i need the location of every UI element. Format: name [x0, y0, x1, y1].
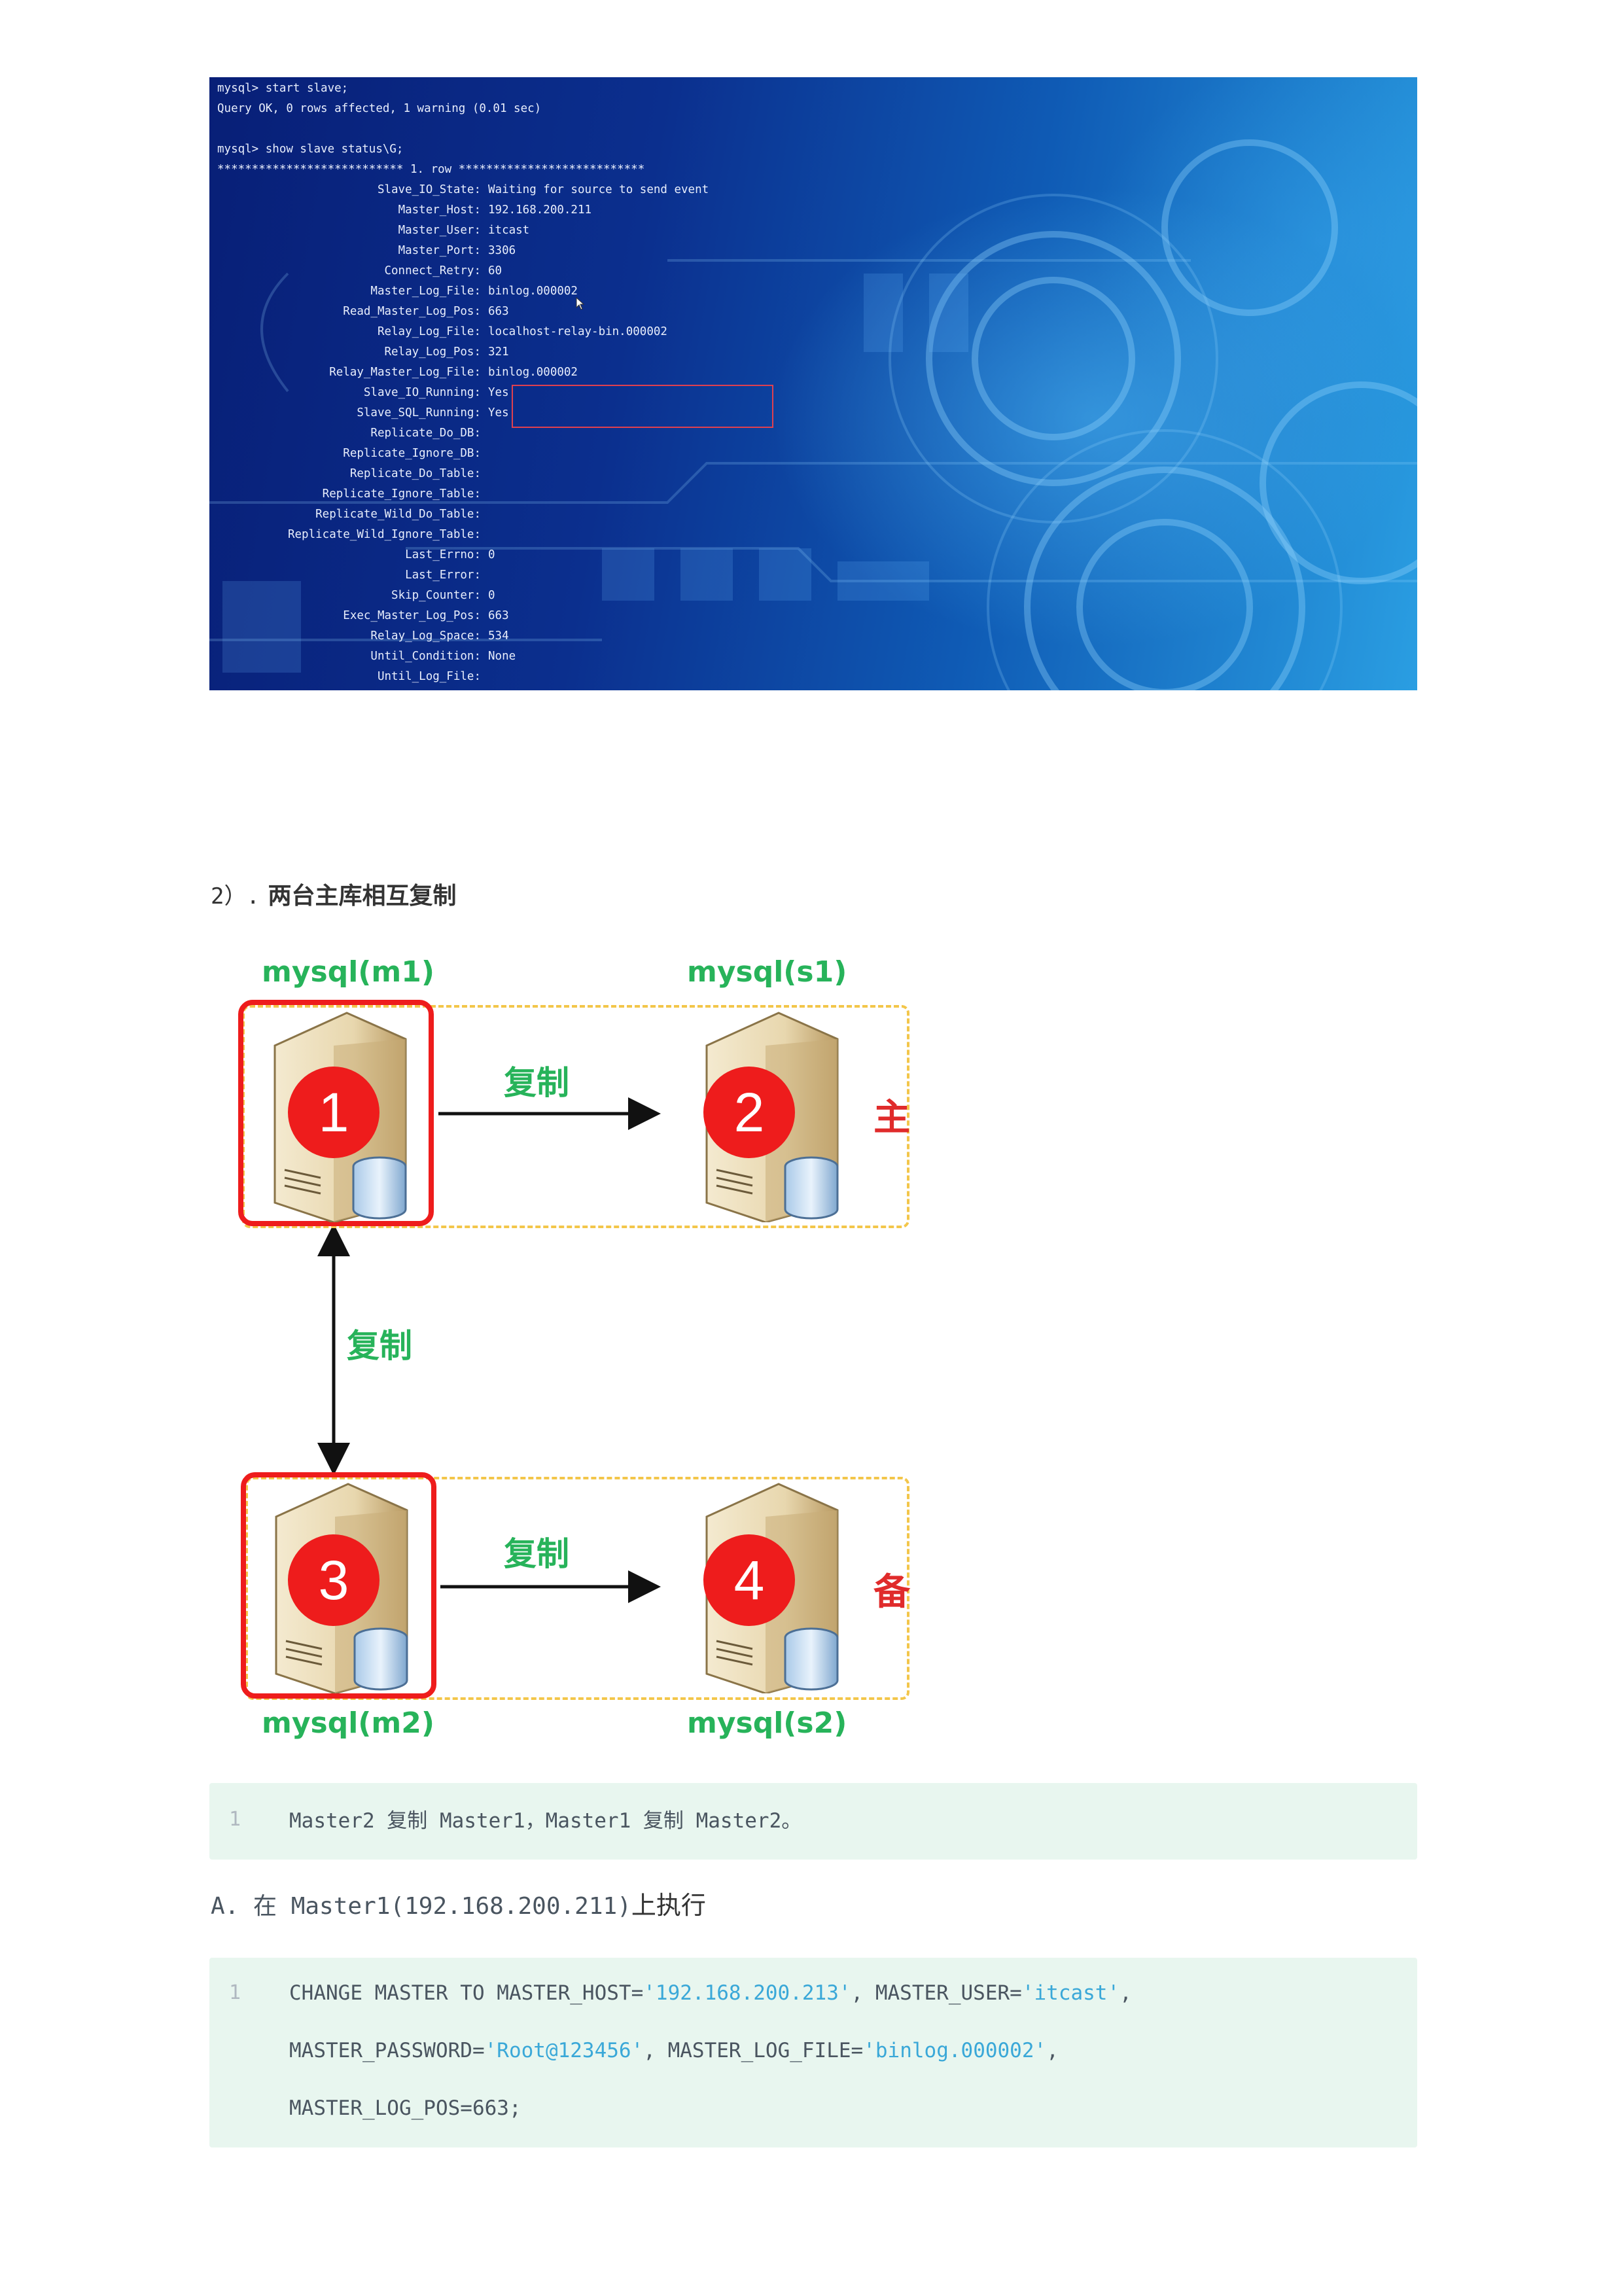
- running-status-highlight: [512, 385, 773, 428]
- code-line: MASTER_LOG_POS=663;: [289, 2096, 521, 2120]
- backup-group-frame: [245, 1477, 909, 1700]
- node-number-badge: 2: [703, 1067, 795, 1158]
- tech-background-graphic: [209, 139, 1417, 690]
- status-field: Last_Errno:0: [405, 548, 495, 561]
- status-field: Read_Master_Log_Pos:663: [343, 305, 509, 318]
- status-field: Master_Port:3306: [398, 244, 516, 257]
- status-field: Relay_Log_Pos:321: [384, 345, 509, 359]
- diagram-connectors: [317, 1097, 661, 1603]
- node-label-s2: mysql(s2): [687, 1706, 847, 1740]
- status-field: Master_User:itcast: [398, 224, 530, 237]
- terminal-line: Query OK, 0 rows affected, 1 warning (0.…: [217, 102, 542, 115]
- role-label-backup: 备: [873, 1571, 910, 1614]
- status-field: Slave_SQL_Running:Yes: [357, 406, 509, 419]
- section-title: 两台主库相互复制: [268, 883, 457, 910]
- replicate-label: 复制: [347, 1327, 412, 1365]
- mouse-cursor-icon: [576, 297, 585, 310]
- step-a-paragraph: A. 在 Master1(192.168.200.211)上执行: [211, 1885, 706, 1921]
- node-number-badge: 4: [703, 1534, 795, 1626]
- status-field: Replicate_Do_Table:: [349, 467, 481, 480]
- status-field: Replicate_Ignore_Table:: [322, 487, 481, 501]
- status-field: Relay_Master_Log_File:binlog.000002: [329, 366, 578, 379]
- status-field: Skip_Counter:0: [391, 589, 495, 602]
- node-number-badge: 1: [288, 1067, 379, 1158]
- status-field: Replicate_Ignore_DB:: [343, 447, 481, 460]
- node-number-badge: 3: [288, 1534, 379, 1626]
- section-heading: 2）. 两台主库相互复制: [211, 877, 457, 911]
- status-field: Replicate_Wild_Do_Table:: [315, 508, 481, 521]
- replicate-label: 复制: [504, 1064, 569, 1102]
- status-field: Slave_IO_State:Waiting for source to sen…: [377, 183, 709, 196]
- status-field: Relay_Log_File:localhost-relay-bin.00000…: [377, 325, 667, 338]
- status-field: Replicate_Do_DB:: [370, 427, 481, 440]
- node-label-m1: mysql(m1): [262, 955, 434, 989]
- code-block-summary: 1 Master2 复制 Master1，Master1 复制 Master2。: [209, 1783, 1417, 1860]
- line-number: 1: [229, 1981, 241, 2004]
- code-line: CHANGE MASTER TO MASTER_HOST='192.168.20…: [289, 1981, 1132, 2005]
- status-field: Last_Error:: [405, 569, 481, 582]
- terminal-line: *************************** 1. row *****…: [217, 163, 645, 176]
- status-field: Exec_Master_Log_Pos:663: [343, 609, 509, 622]
- step-a-prefix: A. 在: [211, 1893, 291, 1920]
- code-line: MASTER_PASSWORD='Root@123456', MASTER_LO…: [289, 2039, 1059, 2062]
- status-field: Connect_Retry:60: [384, 264, 502, 277]
- step-a-host: Master1(192.168.200.211): [291, 1893, 631, 1920]
- status-field: Until_Log_File:: [377, 670, 481, 683]
- status-field: Master_Log_File:binlog.000002: [370, 285, 578, 298]
- code-line: Master2 复制 Master1，Master1 复制 Master2。: [289, 1809, 802, 1833]
- step-a-suffix: 上执行: [631, 1891, 706, 1920]
- replicate-label: 复制: [504, 1535, 569, 1573]
- status-field: Relay_Log_Space:534: [370, 629, 509, 643]
- section-number: 2）.: [211, 883, 260, 910]
- node-label-m2: mysql(m2): [262, 1706, 434, 1740]
- status-field: Slave_IO_Running:Yes: [363, 386, 509, 399]
- role-label-primary: 主: [873, 1097, 910, 1139]
- status-field: Master_Host:192.168.200.211: [398, 203, 592, 217]
- primary-group-frame: [242, 1005, 909, 1228]
- master1-frame: [238, 1000, 434, 1226]
- status-field: Replicate_Wild_Ignore_Table:: [287, 528, 481, 541]
- terminal-screenshot: mysql> start slave; Query OK, 0 rows aff…: [209, 77, 1417, 690]
- line-number: 1: [229, 1808, 241, 1831]
- master2-frame: [241, 1472, 436, 1699]
- replication-diagram: 1 2 3 4 mysql(m1) mysql(s1) mysql(m2) my…: [236, 942, 929, 1757]
- code-block-change-master: 1 CHANGE MASTER TO MASTER_HOST='192.168.…: [209, 1958, 1417, 2147]
- terminal-line: mysql> start slave;: [217, 82, 349, 95]
- terminal-line: mysql> show slave status\G;: [217, 143, 404, 156]
- status-field: Until_Condition:None: [370, 650, 516, 663]
- node-label-s1: mysql(s1): [687, 955, 847, 989]
